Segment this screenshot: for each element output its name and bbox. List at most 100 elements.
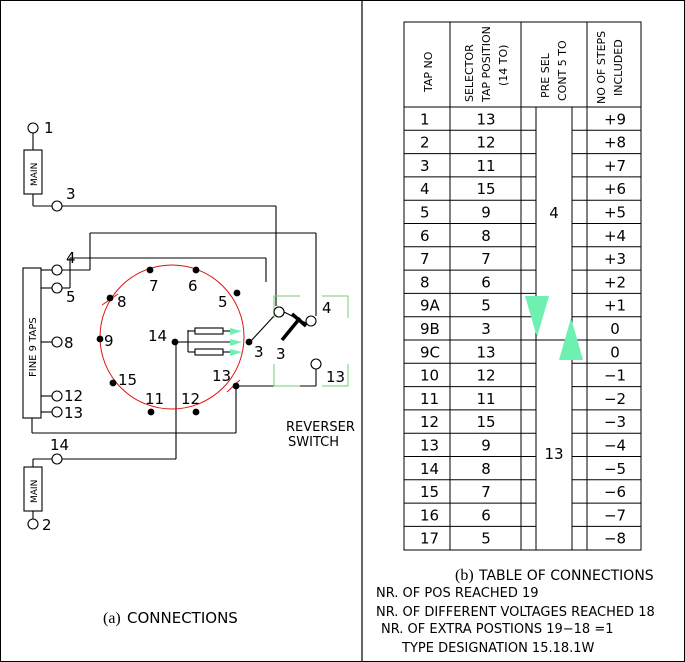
selector-position-cell: 7	[481, 250, 491, 268]
table-caption-letter: (b)	[455, 567, 474, 584]
header-presel-line-2: CONT 5 TO	[556, 40, 569, 101]
terminal-12-circle	[51, 390, 63, 402]
selector-label-7: 7	[149, 277, 159, 295]
reverser-label-3: 3	[276, 345, 286, 363]
tap-no-cell: 17	[420, 530, 439, 548]
tap-no-cell: 15	[420, 483, 439, 501]
reverser-switch-label-2: SWITCH	[288, 435, 339, 450]
preselector-value-lower: 13	[544, 445, 563, 463]
tap-no-cell: 1	[420, 110, 430, 128]
terminal-14-circle	[51, 453, 63, 465]
steps-included-cell: +1	[604, 297, 626, 315]
main-label-top: MAIN	[30, 163, 40, 186]
table-row-lines	[404, 129, 641, 527]
selector-position-cell: 5	[481, 297, 491, 315]
terminal-label-5: 5	[66, 288, 76, 306]
steps-included-cell: −3	[604, 413, 626, 431]
connections-caption: CONNECTIONS	[127, 609, 238, 627]
header-selector-line-1: SELECTOR	[463, 44, 476, 102]
steps-included-cell: +2	[604, 273, 626, 291]
steps-included-cell: +3	[604, 250, 626, 268]
selector-position-cell: 12	[476, 367, 495, 385]
tap-no-cell: 4	[420, 180, 430, 198]
selector-position-cell: 13	[476, 110, 495, 128]
terminal-label-2: 2	[42, 516, 52, 534]
selector-position-cell: 11	[476, 157, 495, 175]
terminal-5-circle	[51, 282, 63, 294]
selector-contacts	[96, 266, 253, 416]
reverser-switch-label-1: REVERSER	[286, 420, 355, 435]
tap-no-cell: 7	[420, 250, 430, 268]
reverser-contact-4	[305, 315, 317, 327]
selector-position-cell: 8	[481, 227, 491, 245]
terminal-label-8: 8	[64, 334, 74, 352]
terminal-2-circle	[27, 518, 39, 530]
terminal-label-3: 3	[66, 185, 76, 203]
tap-no-cell: 2	[420, 134, 430, 152]
header-presel-line-1: PRE SEL	[539, 52, 552, 98]
note-type-designation: TYPE DESIGNATION 15.18.1W	[401, 641, 595, 656]
selector-label-5: 5	[218, 293, 228, 311]
steps-included-cell: +4	[604, 227, 626, 245]
note-different-voltages: NR. OF DIFFERENT VOLTAGES REACHED 18	[376, 605, 655, 620]
reverser-label-4: 4	[322, 299, 332, 317]
header-steps-line-1: NO OF STEPS	[595, 31, 608, 104]
reverser-blade	[280, 316, 302, 342]
note-positions-reached: NR. OF POS REACHED 19	[376, 586, 539, 601]
selector-label-8: 8	[117, 293, 127, 311]
tap-no-cell: 8	[420, 273, 430, 291]
steps-included-cell: −4	[604, 437, 626, 455]
steps-included-cell: −2	[604, 390, 626, 408]
selector-arrows	[230, 328, 242, 356]
preselector-arrow-up	[559, 318, 583, 360]
tap-no-cell: 6	[420, 227, 430, 245]
selector-label-12: 12	[181, 390, 200, 408]
table-caption: TABLE OF CONNECTIONS	[478, 568, 654, 584]
selector-position-cell: 9	[481, 437, 491, 455]
steps-included-cell: −5	[604, 460, 626, 478]
terminal-label-1: 1	[44, 119, 54, 137]
terminal-3-circle	[51, 200, 63, 212]
tap-no-cell: 9B	[420, 320, 440, 338]
header-steps-line-2: INCLUDED	[612, 39, 625, 96]
selector-position-cell: 15	[476, 413, 495, 431]
steps-included-cell: 0	[610, 320, 620, 338]
tap-no-cell: 11	[420, 390, 439, 408]
preselector-value-upper: 4	[549, 204, 559, 222]
selector-position-cell: 3	[481, 320, 491, 338]
selector-position-cell: 13	[476, 343, 495, 361]
selector-label-6: 6	[188, 277, 198, 295]
fine-winding-label: FINE 9 TAPS	[28, 317, 39, 377]
selector-position-cell: 12	[476, 134, 495, 152]
tap-no-cell: 3	[420, 157, 430, 175]
terminal-label-4: 4	[66, 249, 76, 267]
steps-included-cell: −7	[604, 506, 626, 524]
selector-label-9: 9	[104, 332, 114, 350]
terminal-13-circle	[51, 406, 63, 418]
selector-label-15: 15	[118, 371, 137, 389]
reverser-contact-13	[310, 358, 322, 370]
steps-included-cell: +7	[604, 157, 626, 175]
tap-no-cell: 5	[420, 204, 430, 222]
reverser-label-13: 13	[326, 368, 345, 386]
terminal-4-circle	[51, 264, 63, 276]
selector-position-cell: 5	[481, 530, 491, 548]
tap-no-cell: 14	[420, 460, 439, 478]
steps-included-cell: +8	[604, 134, 626, 152]
selector-label-3: 3	[254, 343, 264, 361]
tap-no-cell: 12	[420, 413, 439, 431]
note-extra-positions: NR. OF EXTRA POSTIONS 19−18 =1	[381, 622, 613, 637]
selector-position-cell: 6	[481, 273, 491, 291]
header-tap-no: TAP NO	[422, 51, 435, 93]
steps-included-cell: −8	[604, 530, 626, 548]
steps-included-cell: +6	[604, 180, 626, 198]
connections-diagram	[22, 122, 317, 530]
terminal-8-circle	[51, 336, 63, 348]
terminal-1-circle	[27, 122, 39, 134]
tap-no-cell: 16	[420, 506, 439, 524]
terminal-label-12: 12	[64, 387, 83, 405]
preselector-arrow-down	[525, 296, 549, 337]
